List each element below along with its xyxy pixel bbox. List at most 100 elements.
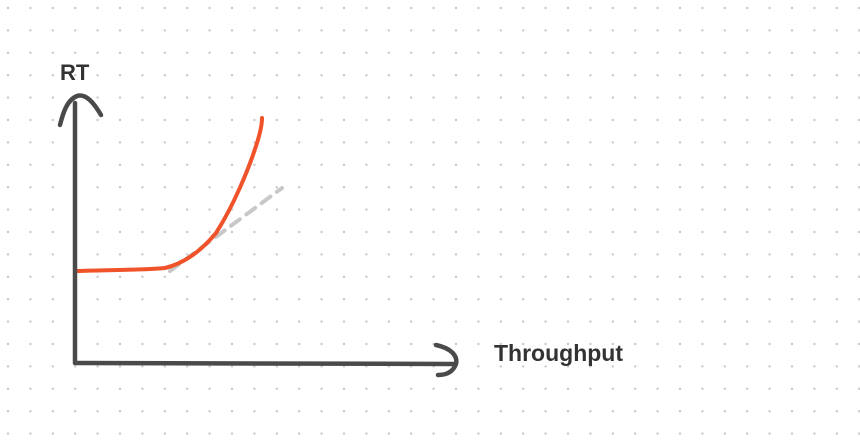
grid-dot	[342, 118, 346, 122]
grid-dot	[141, 208, 144, 211]
grid-dot	[454, 186, 458, 189]
grid-dot	[835, 342, 838, 346]
grid-dot	[701, 320, 704, 323]
grid-dot	[96, 253, 99, 256]
grid-dot	[6, 118, 10, 122]
grid-dot	[186, 163, 189, 166]
grid-dot	[387, 320, 390, 323]
grid-dot	[118, 410, 122, 413]
grid-dot	[499, 230, 502, 234]
grid-dot	[230, 230, 234, 234]
grid-dot	[499, 275, 502, 278]
grid-dot	[813, 51, 816, 54]
grid-dot	[96, 230, 99, 234]
grid-dot	[611, 51, 614, 54]
grid-dot	[6, 51, 10, 54]
grid-dot	[813, 275, 816, 278]
grid-dot	[6, 96, 10, 99]
grid-dot	[6, 208, 10, 211]
grid-dot	[141, 298, 144, 301]
grid-dot	[410, 253, 413, 256]
grid-dot	[454, 51, 458, 54]
grid-dot	[253, 118, 256, 122]
grid-dot	[813, 320, 816, 323]
grid-dot	[342, 96, 346, 99]
grid-dot	[589, 51, 592, 54]
grid-dot	[634, 141, 637, 144]
grid-dot	[6, 230, 10, 234]
grid-dot	[387, 275, 390, 278]
grid-dot	[544, 118, 547, 122]
grid-dot	[387, 387, 390, 390]
grid-dot	[790, 208, 794, 211]
grid-dot	[230, 6, 234, 10]
grid-dot	[790, 74, 794, 77]
grid-dot	[186, 74, 189, 77]
grid-dot	[477, 387, 480, 390]
grid-dot	[544, 96, 547, 99]
grid-dot	[678, 96, 682, 99]
grid-dot	[634, 230, 637, 234]
grid-dot	[253, 230, 256, 234]
grid-dot	[320, 118, 323, 122]
grid-dot	[746, 208, 749, 211]
grid-dot	[611, 186, 614, 189]
grid-dot	[186, 410, 189, 413]
grid-dot	[208, 163, 211, 166]
grid-dot	[163, 432, 166, 435]
grid-dot	[611, 141, 614, 144]
grid-dot	[701, 410, 704, 413]
grid-dot	[522, 51, 525, 54]
grid-dot	[544, 365, 547, 368]
grid-dot	[96, 186, 99, 189]
grid-dot	[544, 320, 547, 323]
grid-dot	[253, 74, 256, 77]
grid-dot	[51, 253, 54, 256]
grid-dot	[342, 74, 346, 77]
x-axis-arrowhead	[433, 342, 459, 378]
grid-dot	[678, 141, 682, 144]
grid-dot	[253, 253, 256, 256]
grid-dot	[74, 432, 77, 435]
grid-dot	[477, 29, 480, 32]
grid-dot	[813, 96, 816, 99]
grid-dot	[813, 365, 816, 368]
grid-dot	[186, 230, 189, 234]
grid-dot	[454, 342, 458, 346]
grid-dot	[410, 208, 413, 211]
grid-dot	[813, 298, 816, 301]
grid-dot	[320, 74, 323, 77]
grid-dot	[746, 163, 749, 166]
grid-dot	[813, 6, 816, 10]
grid-dot	[320, 275, 323, 278]
grid-dot	[701, 230, 704, 234]
grid-dot	[410, 410, 413, 413]
grid-dot	[723, 186, 726, 189]
grid-dot	[835, 96, 838, 99]
grid-dot	[51, 163, 54, 166]
grid-dot	[768, 208, 771, 211]
grid-dot	[611, 432, 614, 435]
grid-dot	[678, 6, 682, 10]
grid-dot	[253, 29, 256, 32]
grid-dot	[544, 208, 547, 211]
grid-dot	[208, 230, 211, 234]
grid-dot	[790, 29, 794, 32]
grid-dot	[298, 432, 301, 435]
grid-dot	[275, 342, 278, 346]
grid-dot	[51, 51, 54, 54]
grid-dot	[678, 298, 682, 301]
grid-dot	[656, 410, 659, 413]
grid-dot	[768, 96, 771, 99]
grid-dot	[746, 96, 749, 99]
grid-dot	[454, 29, 458, 32]
grid-dot	[141, 6, 144, 10]
grid-dot	[477, 118, 480, 122]
grid-dot	[342, 186, 346, 189]
grid-dot	[365, 29, 368, 32]
grid-dot	[208, 365, 211, 368]
grid-dot	[768, 365, 771, 368]
grid-dot	[141, 141, 144, 144]
grid-dot	[275, 275, 278, 278]
grid-dot	[275, 96, 278, 99]
